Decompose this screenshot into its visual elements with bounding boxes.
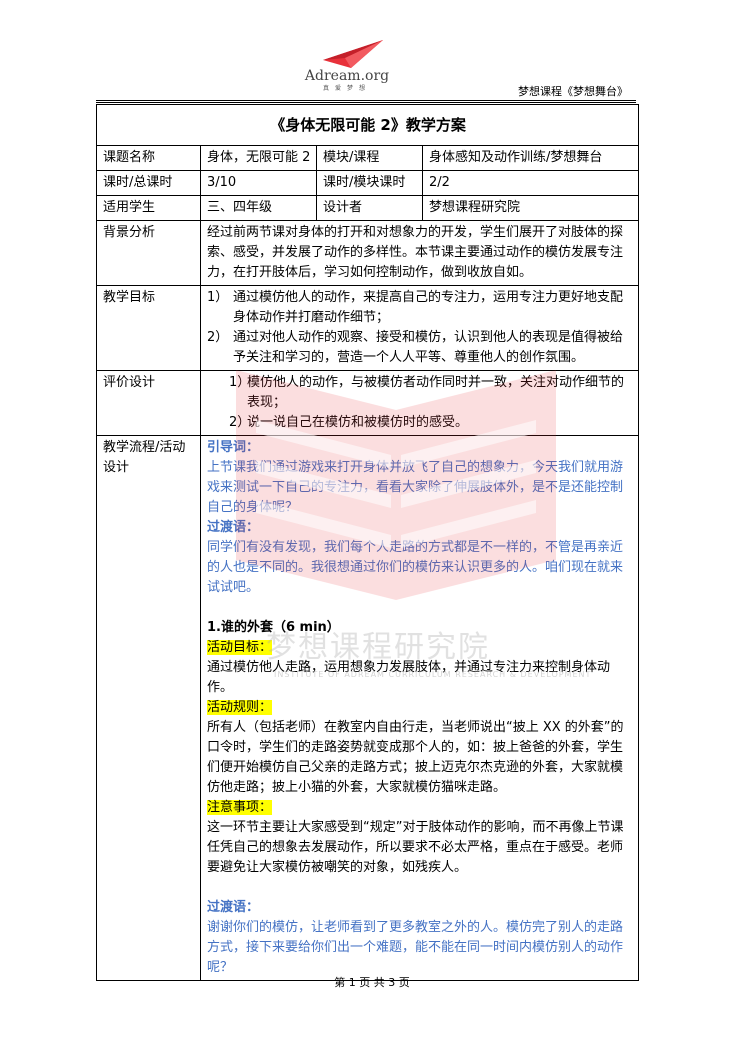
goal-item: 1） 通过模仿他人的动作，来提高自己的专注力，运用专注力更好地支配身体动作并打磨…	[207, 288, 633, 328]
flow-cell: 引导词： 上节课我们通过游戏来打开身体并放飞了自己的想象力，今天我们就用游戏来测…	[199, 435, 640, 981]
intro-title: 引导词：	[207, 440, 260, 455]
goal-text: 通过对他人动作的观察、接受和模仿，认识到他人的表现是值得被给予关注和学习的，营造…	[233, 330, 624, 365]
goal-text: 通过模仿他人的动作，来提高自己的专注力，运用专注力更好地支配身体动作并打磨动作细…	[233, 290, 624, 325]
activity-rules-text: 所有人（包括老师）在教室内自由行走，当老师说出“披上 XX 的外套”的口令时，学…	[207, 720, 624, 795]
course-name-label: 课题名称	[96, 145, 201, 171]
page-header: Adream.org 真爱梦想 梦想课程《梦想舞台》	[96, 38, 636, 103]
notes-heading: 注意事项：	[207, 798, 633, 818]
notes-text: 这一环节主要让大家感受到“规定”对于肢体动作的影响，而不再像上节课任凭自己的想象…	[207, 820, 624, 875]
document-title: 《身体无限可能 2》教学方案	[95, 104, 640, 146]
intro-text: 上节课我们通过游戏来打开身体并放飞了自己的想象力，今天我们就用游戏来测试一下自己…	[207, 460, 624, 515]
goals-cell: 1） 通过模仿他人的动作，来提高自己的专注力，运用专注力更好地支配身体动作并打磨…	[199, 285, 640, 371]
paper-plane-icon	[323, 40, 383, 68]
header-rule	[96, 102, 636, 103]
hours-value: 3/10	[200, 170, 317, 196]
eval-item: 1） 模仿他人的动作，与被模仿者动作同时并一致，关注对动作细节的表现；	[207, 373, 633, 413]
goals-label: 教学目标	[96, 285, 201, 371]
goal-number: 2）	[207, 330, 229, 345]
designer-label: 设计者	[316, 195, 423, 221]
logo-subtitle: 真爱梦想	[322, 85, 371, 92]
activity-rules-label: 活动规则：	[207, 700, 273, 715]
module-hours-value: 2/2	[421, 170, 640, 196]
eval-text: 说一说自己在模仿和被模仿时的感受。	[247, 415, 469, 430]
background-label: 背景分析	[96, 220, 201, 286]
rules-heading: 活动规则：	[207, 698, 633, 718]
blank-line	[207, 878, 633, 898]
students-label: 适用学生	[96, 195, 201, 221]
activity-goal-label: 活动目标：	[207, 640, 273, 655]
module-label: 模块/课程	[316, 145, 423, 171]
eval-text: 模仿他人的动作，与被模仿者动作同时并一致，关注对动作细节的表现；	[247, 375, 625, 410]
transition-text: 同学们有没有发现，我们每个人走路的方式都是不一样的，不管是再亲近的人也是不同的。…	[207, 540, 624, 595]
eval-cell: 1） 模仿他人的动作，与被模仿者动作同时并一致，关注对动作细节的表现； 2） 说…	[199, 370, 640, 436]
header-course-name: 梦想课程《梦想舞台》	[518, 85, 628, 98]
module-hours-label: 课时/模块课时	[316, 170, 423, 196]
activity-goal-text: 通过模仿他人走路，运用想象力发展肢体，并通过专注力来控制身体动作。	[207, 660, 611, 695]
transition2-text: 谢谢你们的模仿，让老师看到了更多教室之外的人。模仿完了别人的走路方式，接下来要给…	[207, 920, 624, 975]
transition2-title: 过渡语：	[207, 900, 260, 915]
module-value: 身体感知及动作训练/梦想舞台	[421, 145, 640, 171]
course-name-value: 身体，无限可能 2	[200, 145, 317, 171]
lesson-plan-table: 《身体无限可能 2》教学方案 课题名称 身体，无限可能 2 模块/课程 身体感知…	[95, 104, 640, 981]
hours-label: 课时/总课时	[96, 170, 201, 196]
students-value: 三、四年级	[200, 195, 317, 221]
goal-heading: 活动目标：	[207, 638, 633, 658]
background-text: 经过前两节课对身体的打开和对想象力的开发，学生们展开了对肢体的探索、感受，并发展…	[199, 220, 640, 286]
goal-number: 1）	[207, 290, 229, 305]
logo-wordmark: Adream.org	[304, 68, 390, 84]
notes-label: 注意事项：	[207, 800, 273, 815]
goal-item: 2） 通过对他人动作的观察、接受和模仿，认识到他人的表现是值得被给予关注和学习的…	[207, 328, 633, 368]
eval-label: 评价设计	[96, 370, 201, 436]
eval-item: 2） 说一说自己在模仿和被模仿时的感受。	[207, 413, 633, 433]
activity-title: 1.谁的外套（6 min）	[207, 620, 340, 635]
eval-number: 1）	[229, 375, 251, 390]
eval-number: 2）	[229, 415, 251, 430]
designer-value: 梦想课程研究院	[421, 195, 640, 221]
header-rule	[96, 100, 636, 101]
page-footer: 第 1 页 共 3 页	[334, 976, 410, 989]
flow-label: 教学流程/活动设计	[96, 435, 201, 981]
adream-logo: Adream.org 真爱梦想	[301, 38, 411, 98]
transition-title: 过渡语：	[207, 520, 260, 535]
